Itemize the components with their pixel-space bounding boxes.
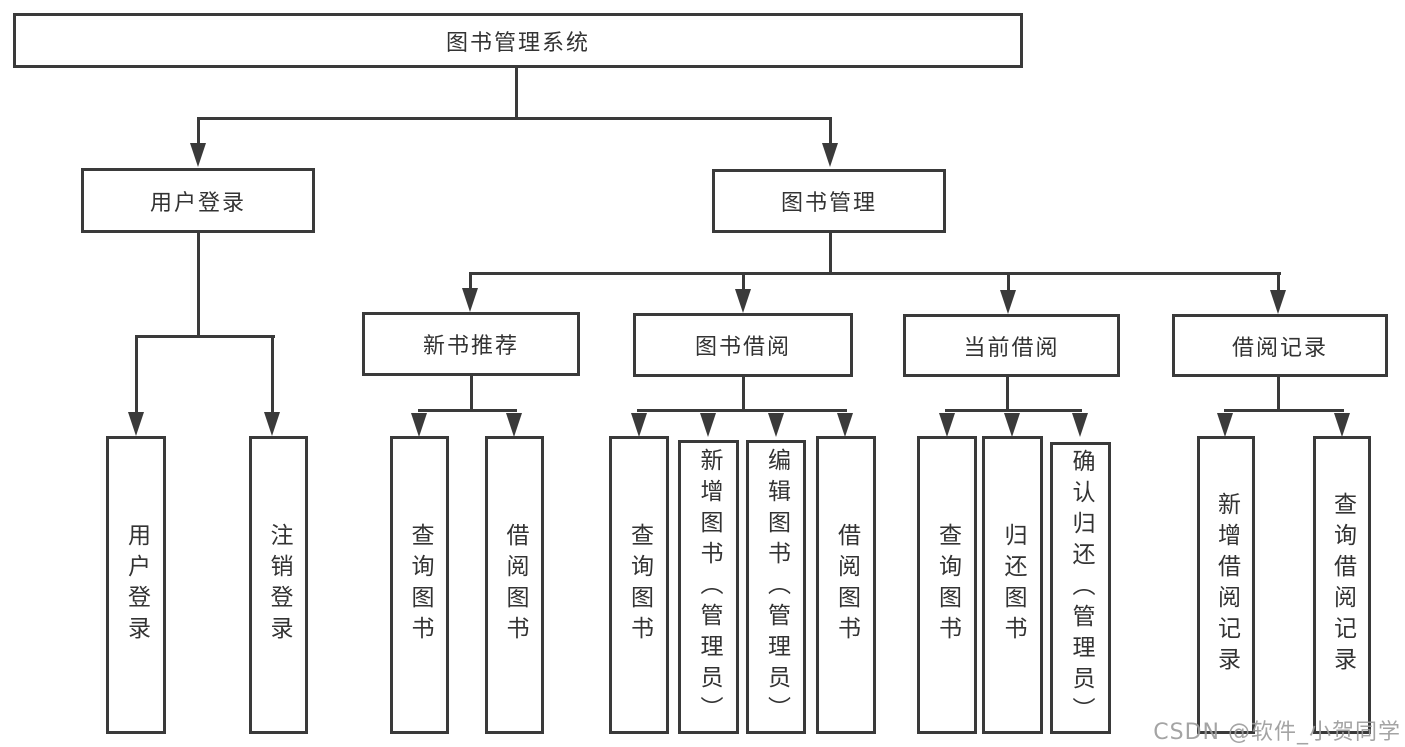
arrow-leaf-add-book-admin xyxy=(700,413,716,437)
connector-book-borrow-hbar xyxy=(637,409,847,412)
leaf-user-login: 用户登录 xyxy=(106,436,166,734)
leaf-borrow-book-rec-label: 借阅图书 xyxy=(502,523,528,647)
arrow-leaf-borrow-book-borrow xyxy=(837,413,853,437)
connector-new-book-rec-hbar xyxy=(418,409,517,412)
arrow-leaf-query-book-current xyxy=(939,413,955,437)
connector-current-borrow-stem xyxy=(1006,377,1009,412)
leaf-query-borrow-record: 查询借阅记录 xyxy=(1313,436,1371,734)
arrow-leaf-return-book xyxy=(1004,413,1020,437)
node-current-borrow: 当前借阅 xyxy=(903,314,1120,377)
connector-user-login-stem xyxy=(197,233,200,338)
leaf-user-login-label: 用户登录 xyxy=(123,523,150,647)
arrow-leaf-user-login xyxy=(128,412,144,436)
arrow-leaf-borrow-book-rec xyxy=(506,413,522,437)
connector-borrow-record-hbar xyxy=(1224,409,1344,412)
leaf-add-borrow-record-label: 新增借阅记录 xyxy=(1213,492,1240,678)
connector-book-mgmt-stem xyxy=(829,233,832,275)
node-root: 图书管理系统 xyxy=(13,13,1023,68)
leaf-add-book-admin-label: 新增图书（管理员） xyxy=(696,447,722,727)
node-root-label: 图书管理系统 xyxy=(445,30,590,56)
connector-drop-user-login xyxy=(197,117,200,147)
node-user-login: 用户登录 xyxy=(81,168,315,233)
leaf-logout: 注销登录 xyxy=(249,436,308,734)
arrow-new-book-rec xyxy=(462,288,478,312)
arrow-leaf-confirm-return-admin xyxy=(1072,413,1088,437)
connector-root-stem xyxy=(515,68,518,120)
arrow-leaf-edit-book-admin xyxy=(768,413,784,437)
leaf-return-book-label: 归还图书 xyxy=(1000,523,1026,647)
arrow-leaf-logout xyxy=(264,412,280,436)
arrow-leaf-query-borrow-record xyxy=(1334,413,1350,437)
connector-drop-current-borrow xyxy=(1007,272,1010,290)
leaf-borrow-book-rec: 借阅图书 xyxy=(485,436,544,734)
node-user-login-label: 用户登录 xyxy=(149,190,246,216)
leaf-edit-book-admin: 编辑图书（管理员） xyxy=(746,440,806,734)
connector-drop-book-borrow xyxy=(742,272,745,290)
node-book-borrow-label: 图书借阅 xyxy=(694,335,791,360)
node-current-borrow-label: 当前借阅 xyxy=(963,335,1060,361)
leaf-logout-label: 注销登录 xyxy=(266,523,292,647)
arrow-leaf-add-borrow-record xyxy=(1217,413,1233,437)
leaf-borrow-book-borrow: 借阅图书 xyxy=(816,436,876,734)
leaf-add-book-admin: 新增图书（管理员） xyxy=(678,440,739,734)
arrow-leaf-query-book-rec xyxy=(411,413,427,437)
leaf-query-book-rec-label: 查询图书 xyxy=(407,523,433,647)
leaf-query-book-current: 查询图书 xyxy=(917,436,977,734)
leaf-query-book-borrow-label: 查询图书 xyxy=(626,523,653,647)
node-book-borrow: 图书借阅 xyxy=(633,313,853,377)
node-new-book-rec: 新书推荐 xyxy=(362,312,580,376)
leaf-edit-book-admin-label: 编辑图书（管理员） xyxy=(763,447,790,727)
leaf-return-book: 归还图书 xyxy=(982,436,1043,734)
arrow-current-borrow xyxy=(1000,290,1016,314)
connector-root-hbar xyxy=(197,117,832,120)
connector-borrow-record-stem xyxy=(1277,377,1280,412)
leaf-confirm-return-admin: 确认归还（管理员） xyxy=(1050,442,1111,734)
arrow-book-borrow xyxy=(735,289,751,313)
arrow-book-mgmt xyxy=(822,143,838,167)
leaf-borrow-book-borrow-label: 借阅图书 xyxy=(833,523,860,647)
leaf-query-book-current-label: 查询图书 xyxy=(934,523,961,647)
connector-drop-leaf-user-login xyxy=(135,335,138,415)
arrow-leaf-query-book-borrow xyxy=(631,413,647,437)
connector-drop-borrow-record xyxy=(1277,272,1280,290)
arrow-borrow-record xyxy=(1270,290,1286,314)
node-borrow-record: 借阅记录 xyxy=(1172,314,1388,377)
connector-current-borrow-hbar xyxy=(945,409,1082,412)
connector-drop-leaf-logout xyxy=(271,335,274,415)
node-borrow-record-label: 借阅记录 xyxy=(1231,335,1328,361)
leaf-query-book-rec: 查询图书 xyxy=(390,436,449,734)
node-book-mgmt-label: 图书管理 xyxy=(780,191,877,216)
node-new-book-rec-label: 新书推荐 xyxy=(422,334,519,359)
node-book-mgmt: 图书管理 xyxy=(712,169,946,233)
connector-drop-book-mgmt xyxy=(829,117,832,147)
csdn-watermark: CSDN @软件_小贺同学 xyxy=(1153,720,1401,745)
connector-user-login-hbar xyxy=(135,335,275,338)
connector-book-mgmt-hbar xyxy=(469,272,1281,275)
leaf-query-borrow-record-label: 查询借阅记录 xyxy=(1329,492,1356,678)
connector-book-borrow-stem xyxy=(742,377,745,412)
connector-new-book-rec-stem xyxy=(470,376,473,412)
arrow-user-login xyxy=(190,143,206,167)
leaf-query-book-borrow: 查询图书 xyxy=(609,436,669,734)
leaf-add-borrow-record: 新增借阅记录 xyxy=(1197,436,1255,734)
leaf-confirm-return-admin-label: 确认归还（管理员） xyxy=(1068,448,1094,728)
connector-drop-new-book-rec xyxy=(469,272,472,290)
